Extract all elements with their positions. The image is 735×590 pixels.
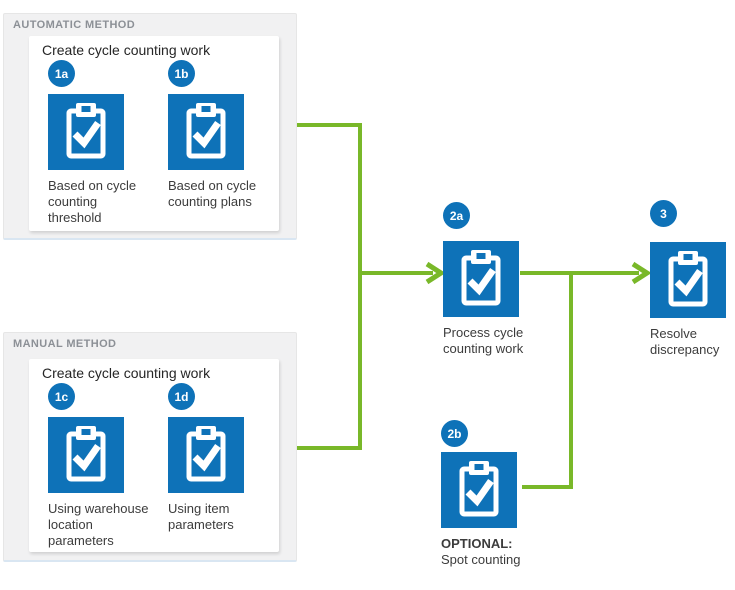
panel-manual-method: MANUAL METHOD Create cycle counting work… — [3, 332, 297, 562]
clipboard-check-icon — [168, 94, 244, 170]
step-3: 3 Resolve discrepancy — [650, 200, 735, 358]
step-1a: 1a Based on cycle counting threshold — [48, 60, 160, 226]
step-2a-badge: 2a — [443, 202, 470, 229]
step-2b-label-prefix: OPTIONAL: — [441, 536, 513, 551]
arrowhead-into-3 — [631, 261, 652, 285]
connector-methods-trunk — [297, 123, 362, 450]
clipboard-check-icon — [48, 417, 124, 493]
step-2a-label: Process cycle counting work — [443, 325, 524, 356]
clipboard-check-icon — [48, 94, 124, 170]
card-title: Create cycle counting work — [42, 42, 211, 58]
card-title: Create cycle counting work — [42, 365, 211, 381]
step-1c-badge: 1c — [48, 383, 75, 410]
card-create-work-automatic: Create cycle counting work 1a Based on c… — [29, 36, 279, 231]
step-2b-label-text: Spot counting — [441, 552, 521, 567]
step-1c-label: Using warehouse location parameters — [48, 501, 149, 548]
step-1b-label: Based on cycle counting plans — [168, 178, 257, 209]
step-1a-label: Based on cycle counting threshold — [48, 178, 137, 225]
card-create-work-manual: Create cycle counting work 1c Using ware… — [29, 359, 279, 552]
step-2b-label: OPTIONAL:Spot counting — [441, 536, 553, 568]
step-1d: 1d Using item parameters — [168, 383, 280, 533]
step-1b: 1b Based on cycle counting plans — [168, 60, 280, 210]
step-1b-badge: 1b — [168, 60, 195, 87]
clipboard-check-icon — [443, 241, 519, 317]
clipboard-check-icon — [650, 242, 726, 318]
clipboard-check-icon — [168, 417, 244, 493]
step-1d-label: Using item parameters — [168, 501, 234, 532]
step-2b: 2b OPTIONAL:Spot counting — [441, 420, 553, 568]
clipboard-check-icon — [441, 452, 517, 528]
panel-manual-header: MANUAL METHOD — [13, 338, 117, 350]
step-1d-badge: 1d — [168, 383, 195, 410]
arrowhead-into-2a — [425, 261, 446, 285]
step-1a-badge: 1a — [48, 60, 75, 87]
step-1c: 1c Using warehouse location parameters — [48, 383, 160, 549]
step-3-label: Resolve discrepancy — [650, 326, 720, 357]
step-2b-badge: 2b — [441, 420, 468, 447]
panel-automatic-header: AUTOMATIC METHOD — [13, 19, 136, 31]
step-3-badge: 3 — [650, 200, 677, 227]
panel-automatic-method: AUTOMATIC METHOD Create cycle counting w… — [3, 13, 297, 240]
step-2a: 2a Process cycle counting work — [443, 202, 555, 357]
